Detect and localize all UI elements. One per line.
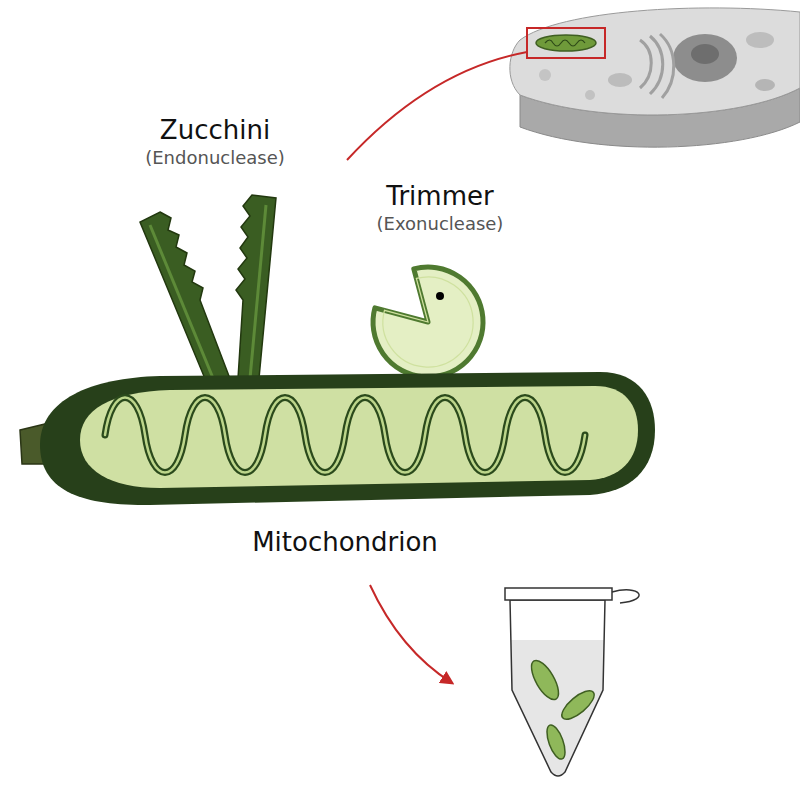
enzyme-name: Trimmer bbox=[386, 182, 493, 212]
enzyme-type: (Exonuclease) bbox=[377, 214, 504, 235]
isolation-arrow bbox=[370, 585, 452, 683]
zoom-leader bbox=[347, 52, 527, 160]
organelle-name: Mitochondrion bbox=[252, 528, 438, 558]
tube-figure bbox=[505, 588, 639, 776]
enzyme-type: (Endonuclease) bbox=[145, 148, 285, 169]
exonuclease-figure bbox=[373, 267, 483, 377]
cell-illustration bbox=[510, 8, 800, 147]
enzyme-name: Zucchini bbox=[160, 116, 270, 146]
mitochondrion-figure bbox=[20, 372, 655, 505]
